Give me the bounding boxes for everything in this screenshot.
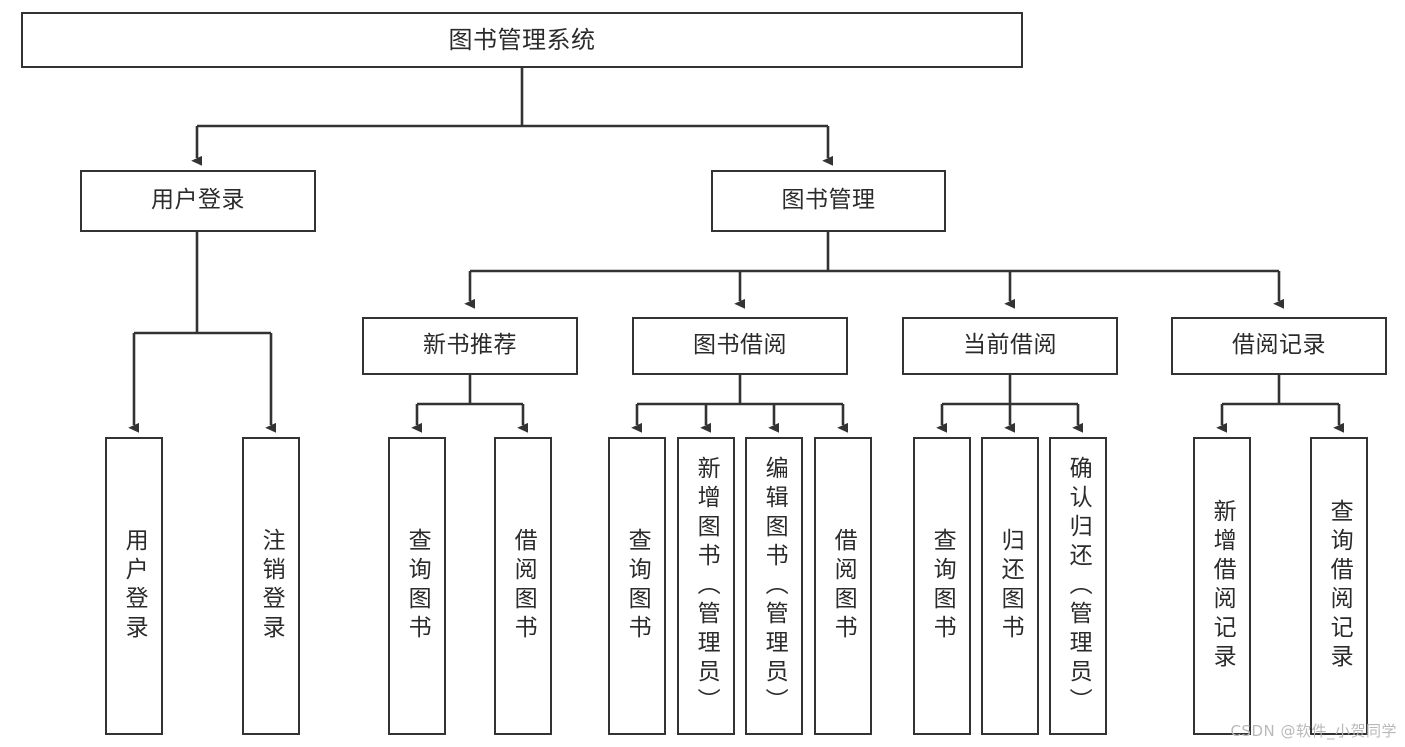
node-leaf-return-book-label: 归还图书 [997, 528, 1024, 644]
node-user-login[interactable]: 用户登录 [80, 170, 316, 232]
node-root[interactable]: 图书管理系统 [21, 12, 1023, 68]
node-current-borrow[interactable]: 当前借阅 [902, 317, 1118, 375]
node-leaf-return-book[interactable]: 归还图书 [981, 437, 1039, 735]
node-leaf-edit-book[interactable]: 编辑图书（管理员） [745, 437, 803, 735]
node-book-borrow[interactable]: 图书借阅 [632, 317, 848, 375]
node-leaf-user-login-label: 用户登录 [121, 528, 148, 644]
node-new-book-rec-label: 新书推荐 [423, 332, 517, 359]
node-leaf-rec-query[interactable]: 查询图书 [388, 437, 446, 735]
node-leaf-query-record-label: 查询借阅记录 [1326, 499, 1353, 673]
node-leaf-logout-label: 注销登录 [258, 528, 285, 644]
node-leaf-confirm-return[interactable]: 确认归还（管理员） [1049, 437, 1107, 735]
node-book-borrow-label: 图书借阅 [693, 332, 787, 359]
node-leaf-add-book-label: 新增图书（管理员） [693, 455, 720, 717]
node-leaf-edit-book-label: 编辑图书（管理员） [761, 455, 788, 717]
node-leaf-rec-query-label: 查询图书 [404, 528, 431, 644]
watermark: CSDN @软件_小贺同学 [1230, 722, 1397, 740]
node-new-book-rec[interactable]: 新书推荐 [362, 317, 578, 375]
node-leaf-borrow-book[interactable]: 借阅图书 [814, 437, 872, 735]
node-user-login-label: 用户登录 [151, 187, 245, 214]
node-leaf-borrow-query[interactable]: 查询图书 [608, 437, 666, 735]
node-leaf-logout[interactable]: 注销登录 [242, 437, 300, 735]
node-leaf-add-record[interactable]: 新增借阅记录 [1193, 437, 1251, 735]
node-leaf-user-login[interactable]: 用户登录 [105, 437, 163, 735]
node-borrow-record[interactable]: 借阅记录 [1171, 317, 1387, 375]
node-current-borrow-label: 当前借阅 [963, 332, 1057, 359]
node-leaf-cur-query-label: 查询图书 [929, 528, 956, 644]
node-root-label: 图书管理系统 [448, 25, 596, 54]
node-book-manage-label: 图书管理 [781, 187, 876, 214]
node-leaf-rec-borrow[interactable]: 借阅图书 [494, 437, 552, 735]
node-leaf-query-record[interactable]: 查询借阅记录 [1310, 437, 1368, 735]
node-borrow-record-label: 借阅记录 [1232, 332, 1326, 359]
node-leaf-borrow-query-label: 查询图书 [624, 528, 651, 644]
node-leaf-add-book[interactable]: 新增图书（管理员） [677, 437, 735, 735]
node-book-manage[interactable]: 图书管理 [711, 170, 946, 232]
node-leaf-confirm-return-label: 确认归还（管理员） [1065, 455, 1092, 717]
node-leaf-rec-borrow-label: 借阅图书 [510, 528, 537, 644]
node-leaf-add-record-label: 新增借阅记录 [1209, 499, 1236, 673]
node-leaf-cur-query[interactable]: 查询图书 [913, 437, 971, 735]
node-leaf-borrow-book-label: 借阅图书 [830, 528, 857, 644]
